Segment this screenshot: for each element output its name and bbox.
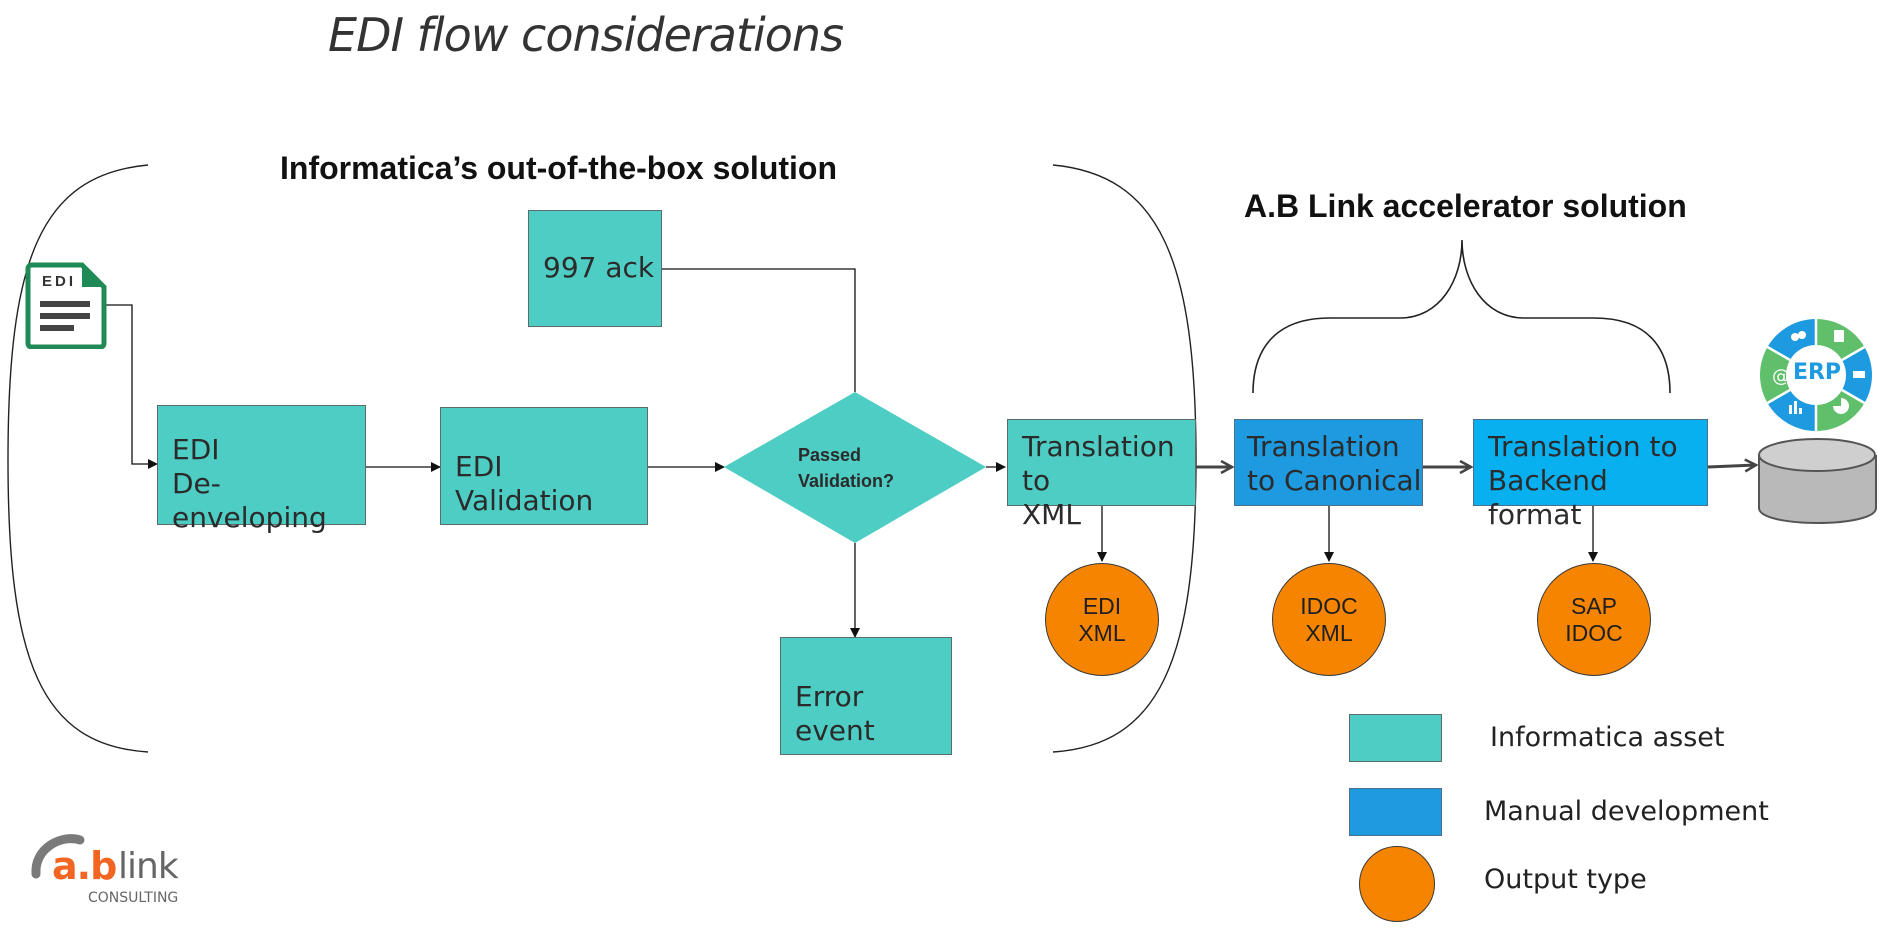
translation-xml-box[interactable]: Translation to XML	[1007, 419, 1196, 531]
edi-document-icon: EDI	[24, 261, 108, 350]
error-event-label: Error event	[795, 680, 875, 747]
legend-swatch-manual	[1349, 788, 1442, 836]
erp-icon: @	[1759, 319, 1873, 431]
decision-diamond	[724, 392, 986, 543]
ablink-heading: A.B Link accelerator solution	[1244, 188, 1687, 224]
decision-label: Passed Validation?	[798, 445, 895, 491]
edi-deenveloping-box[interactable]: EDI De-enveloping	[157, 405, 366, 534]
decision-label-wrap: Passed Validation?	[798, 442, 918, 498]
edi-deenveloping-label: EDI De-enveloping	[172, 433, 327, 534]
database-icon	[1758, 438, 1877, 524]
logo-brand: a.b	[52, 844, 117, 888]
output-sap-idoc: SAP IDOC	[1537, 563, 1651, 676]
translation-backend-label: Translation to Backend format	[1488, 430, 1678, 531]
output-idoc-xml: IDOC XML	[1272, 563, 1386, 676]
logo-swoosh-icon	[31, 834, 85, 879]
legend-label-manual: Manual development	[1484, 796, 1769, 827]
error-event-box[interactable]: Error event	[780, 637, 952, 755]
logo-sub: CONSULTING	[88, 890, 179, 906]
legend-swatch-output	[1359, 846, 1435, 922]
legend-label-informatica: Informatica asset	[1490, 722, 1725, 753]
logo-word: link	[118, 846, 179, 887]
erp-label: ERP	[1792, 360, 1842, 385]
ack-997-box[interactable]: 997 ack	[528, 210, 662, 327]
page-title: EDI flow considerations	[328, 8, 844, 62]
legend-swatch-informatica	[1349, 714, 1442, 762]
informatica-heading: Informatica’s out-of-the-box solution	[280, 150, 837, 186]
connector-decision-to-ack	[662, 268, 856, 392]
connector-edi-to-deenveloping	[104, 304, 158, 469]
translation-xml-label: Translation to XML	[1022, 430, 1175, 531]
edi-validation-box[interactable]: EDI Validation	[440, 407, 648, 525]
output-edi-xml: EDI XML	[1045, 563, 1159, 676]
svg-text:@: @	[1772, 366, 1790, 387]
informatica-bracket-left	[7, 164, 149, 753]
edi-icon-label: EDI	[42, 273, 77, 290]
ack-997-label: 997 ack	[543, 251, 655, 284]
informatica-bracket-right	[1052, 164, 1197, 753]
ablink-brace	[1252, 239, 1671, 394]
translation-backend-box[interactable]: Translation to Backend format	[1473, 419, 1708, 531]
edi-validation-label: EDI Validation	[455, 450, 594, 517]
ablink-logo: a.b link CONSULTING	[28, 828, 188, 908]
connector-backend-to-database	[1707, 465, 1756, 467]
legend-label-output: Output type	[1484, 864, 1647, 895]
translation-canonical-box[interactable]: Translation to Canonical	[1234, 419, 1423, 506]
translation-canonical-label: Translation to Canonical	[1247, 430, 1422, 497]
